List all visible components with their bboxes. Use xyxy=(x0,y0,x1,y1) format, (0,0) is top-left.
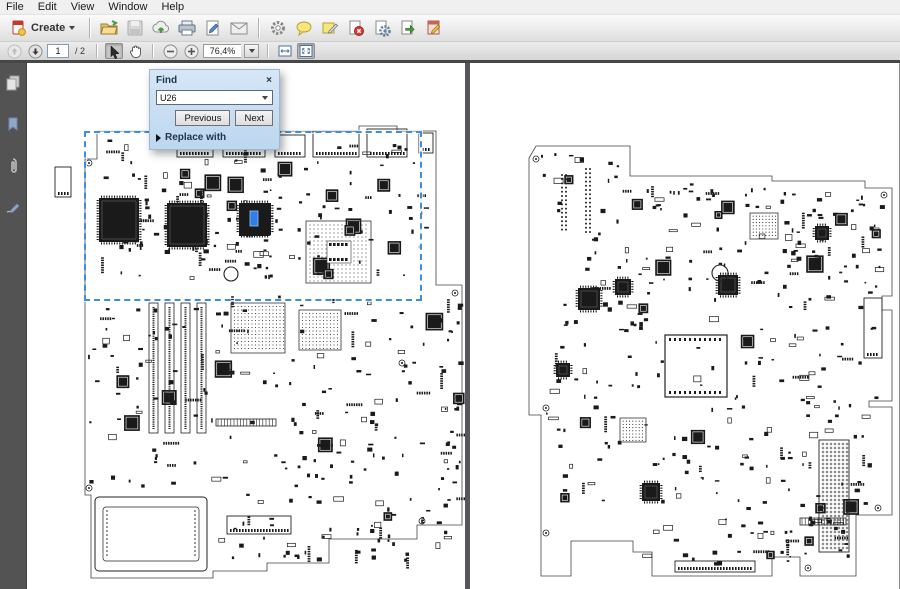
main-toolbar: Create xyxy=(0,15,900,42)
menu-view[interactable]: View xyxy=(70,1,95,13)
menu-bar: File Edit View Window Help xyxy=(0,0,900,15)
fit-page-button[interactable] xyxy=(297,43,316,59)
attachments-button[interactable] xyxy=(3,156,23,176)
page-number-input[interactable] xyxy=(47,44,69,58)
expander-arrow-icon xyxy=(156,133,161,142)
previous-button[interactable]: Previous xyxy=(175,110,231,126)
save-file-button[interactable] xyxy=(123,17,147,39)
next-button[interactable]: Next xyxy=(235,110,273,126)
page-thumbnails-button[interactable] xyxy=(3,72,23,92)
zoom-dropdown-button[interactable] xyxy=(244,44,260,58)
annotate-button[interactable] xyxy=(318,17,342,39)
email-icon xyxy=(230,22,248,35)
search-dropdown-button[interactable] xyxy=(258,91,272,104)
hand-tool-icon xyxy=(129,45,141,58)
zoom-in-button[interactable] xyxy=(182,43,200,59)
process-pages-button[interactable] xyxy=(370,17,394,39)
scroll-mode-button[interactable] xyxy=(276,43,294,59)
toolbar-separator xyxy=(89,18,91,38)
open-file-button[interactable] xyxy=(97,17,121,39)
signature-icon xyxy=(6,203,20,213)
toolbar-separator xyxy=(258,18,260,38)
search-input[interactable] xyxy=(157,92,258,103)
zoom-level-value[interactable]: 76,4% xyxy=(203,44,242,58)
zoom-in-icon xyxy=(184,44,199,58)
create-pdf-icon xyxy=(12,20,26,36)
page-down-icon xyxy=(28,44,42,58)
pdf-page-1[interactable] xyxy=(27,63,465,589)
bookmarks-button[interactable] xyxy=(3,114,23,134)
search-dropdown-caret-icon xyxy=(262,95,268,100)
zoom-out-button[interactable] xyxy=(161,43,179,59)
toolbar-separator xyxy=(96,44,98,58)
pdf-page-2[interactable] xyxy=(470,63,899,589)
bookmarks-icon xyxy=(8,117,18,132)
save-file-icon xyxy=(127,20,143,36)
zoom-dropdown-caret-icon xyxy=(248,49,255,53)
menu-help[interactable]: Help xyxy=(161,1,185,13)
selection-tool-icon xyxy=(110,44,120,59)
motherboard-diagram-front xyxy=(54,125,465,579)
find-dialog[interactable]: Find × Previous Next Replace with xyxy=(149,69,280,150)
sign-document-icon xyxy=(206,20,219,36)
navigation-panel-sidebar xyxy=(0,63,27,589)
toolbar-separator xyxy=(267,44,269,58)
page-down-button[interactable] xyxy=(26,43,44,59)
delete-pages-icon xyxy=(349,20,365,36)
page-divider xyxy=(465,63,470,589)
search-combo[interactable] xyxy=(156,90,273,105)
upload-cloud-button[interactable] xyxy=(149,17,173,39)
scroll-mode-icon xyxy=(278,45,292,57)
preferences-gear-icon xyxy=(271,21,286,35)
page-count-label: / 2 xyxy=(75,46,86,56)
open-file-icon xyxy=(100,20,119,35)
document-pane[interactable]: Find × Previous Next Replace with xyxy=(27,63,900,589)
print-icon xyxy=(178,20,196,36)
preferences-button[interactable] xyxy=(266,17,290,39)
attachments-icon xyxy=(11,158,17,173)
create-button-label: Create xyxy=(31,22,66,34)
create-button[interactable]: Create xyxy=(4,17,82,39)
create-dropdown-caret-icon xyxy=(69,26,76,30)
close-icon[interactable]: × xyxy=(266,74,272,86)
signature-button[interactable] xyxy=(3,198,23,218)
menu-edit[interactable]: Edit xyxy=(37,1,57,13)
find-dialog-title: Find xyxy=(156,75,178,86)
zoom-out-icon xyxy=(163,44,178,58)
navigation-toolbar: / 2 76,4% xyxy=(0,42,900,60)
hand-tool-button[interactable] xyxy=(126,43,144,59)
edit-document-button[interactable] xyxy=(422,17,446,39)
export-document-button[interactable] xyxy=(396,17,420,39)
toolbar-separator xyxy=(152,44,154,58)
menu-window[interactable]: Window xyxy=(108,1,148,13)
replace-expander-label: Replace with xyxy=(165,132,227,143)
print-button[interactable] xyxy=(175,17,199,39)
selection-tool-button[interactable] xyxy=(105,43,124,59)
upload-cloud-icon xyxy=(152,20,170,33)
menu-file[interactable]: File xyxy=(6,1,24,13)
sign-document-button[interactable] xyxy=(201,17,225,39)
document-pane-top-border xyxy=(0,60,900,63)
motherboard-diagram-back xyxy=(528,145,893,577)
page-up-icon xyxy=(7,44,21,58)
page-up-button[interactable] xyxy=(5,43,23,59)
edit-document-icon xyxy=(427,20,441,35)
email-button[interactable] xyxy=(227,17,251,39)
export-document-icon xyxy=(401,20,415,35)
main-area: Find × Previous Next Replace with xyxy=(0,63,900,589)
replace-expander[interactable]: Replace with xyxy=(156,132,273,143)
page-thumbnails-icon xyxy=(6,75,20,90)
annotate-note-icon xyxy=(322,22,339,34)
comment-bubble-icon xyxy=(296,21,312,37)
comment-button[interactable] xyxy=(292,17,316,39)
delete-pages-button[interactable] xyxy=(344,17,368,39)
fit-page-icon xyxy=(299,45,313,57)
process-pages-icon xyxy=(375,20,392,37)
